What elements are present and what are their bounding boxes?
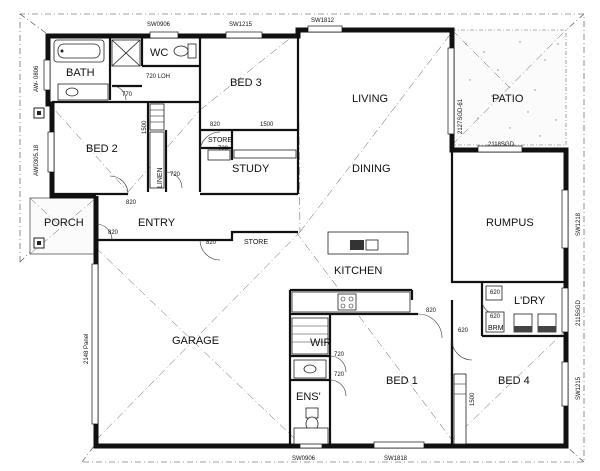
porch-area (29, 107, 97, 255)
dim-720-wir: 720 (334, 352, 345, 358)
bed4-label: BED 4 (498, 375, 530, 387)
kitchen-label: KITCHEN (334, 265, 382, 277)
living-label: LIVING (352, 93, 388, 105)
window-panel2148: 2148 Panel (84, 334, 90, 364)
dim-820-entry: 820 (108, 230, 119, 236)
dim-720-linen: 720 (170, 172, 181, 178)
dim-1500-bed4: 1500 (470, 392, 476, 406)
bed2-label: BED 2 (86, 143, 118, 155)
dim-620-bed4: 620 (458, 328, 469, 334)
door-swings (95, 85, 497, 397)
rumpus-label: RUMPUS (486, 217, 534, 229)
wc-label: WC (150, 47, 168, 59)
study-label: STUDY (232, 163, 270, 175)
entry-label: ENTRY (138, 217, 176, 229)
dim-820-bed2: 820 (126, 200, 137, 206)
room-labels: BATH WC BED 3 LIVING PATIO BED 2 STORE S… (44, 47, 546, 403)
window-aw0518: AW0305.18 (34, 144, 40, 176)
dimension-labels: 720 LOH 770 1500 1500 720 820 720 820 82… (108, 74, 501, 406)
store-lower-label: STORE (244, 239, 268, 246)
dim-620-brm: 620 (490, 314, 501, 320)
dim-720-loh: 720 LOH (146, 74, 170, 80)
window-sgd2127: 2127SGD-61 (458, 98, 464, 134)
window-sw1218: SW1218 (576, 212, 582, 236)
ens-label: ENS' (296, 391, 321, 403)
window-sgd2118: 2118SGD (488, 142, 515, 148)
window-sw0906-top: SW0906 (147, 22, 171, 28)
linen-label: LINEN (157, 167, 164, 188)
dim-1500-bed2: 1500 (142, 120, 148, 134)
bed3-label: BED 3 (230, 77, 262, 89)
store-upper-label: STORE (208, 137, 232, 144)
fixtures (53, 39, 557, 445)
internal-walls (52, 36, 566, 446)
windows (43, 25, 569, 449)
brm-label: BRM (488, 325, 504, 332)
dim-820-bed1: 820 (426, 308, 437, 314)
window-sw1215-right: SW1215 (576, 376, 582, 400)
window-sw1812-top: SW1812 (311, 18, 335, 24)
garage-label: GARAGE (172, 335, 219, 347)
window-sw1215-top: SW1215 (229, 22, 253, 28)
window-sgd2115: 2115SGD (576, 299, 582, 326)
dim-620-ldry: 620 (490, 290, 501, 296)
porch-label: PORCH (44, 217, 84, 229)
window-sw0906-bottom: SW0906 (292, 456, 316, 462)
wir-label: WIR (310, 337, 331, 349)
dim-820-garage: 820 (206, 240, 217, 246)
window-sw1818-bottom: SW1818 (384, 456, 408, 462)
bath-label: BATH (66, 67, 95, 79)
window-aw0806: AW- 0806 (34, 65, 40, 92)
dining-label: DINING (352, 163, 391, 175)
window-labels: SW0906 SW1215 SW1812 AW- 0806 AW0305.18 … (34, 18, 582, 462)
roof-hip-lines (45, 31, 567, 441)
ldry-label: L'DRY (514, 295, 546, 307)
dim-820-bed3: 820 (210, 122, 221, 128)
bed1-label: BED 1 (386, 375, 418, 387)
dim-720-ens: 720 (334, 372, 345, 378)
dim-770: 770 (122, 92, 133, 98)
patio-label: PATIO (492, 93, 524, 105)
dim-1500-bed3: 1500 (260, 122, 274, 128)
patio-area (451, 29, 567, 146)
dim-720-store: 720 (218, 146, 229, 152)
